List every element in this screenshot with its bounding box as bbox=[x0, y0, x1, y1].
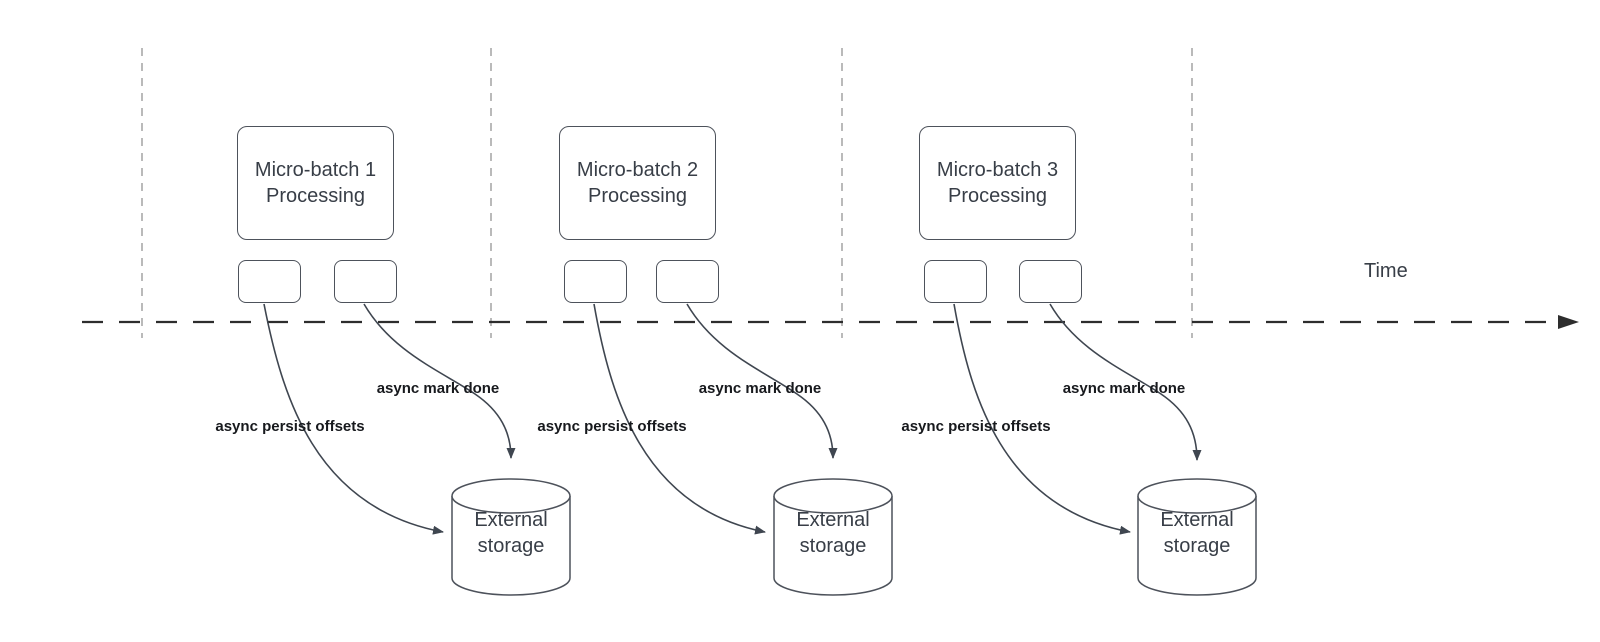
processing-box-title-line1: Micro-batch 3 bbox=[936, 159, 1059, 181]
persist-offsets-box-2 bbox=[564, 260, 627, 303]
mark-done-arrow-2 bbox=[686, 303, 838, 459]
external-storage-label-3: External storage bbox=[1160, 509, 1234, 557]
processing-box-title-line2: Processing bbox=[948, 185, 1047, 207]
mark-done-box-3 bbox=[1019, 260, 1082, 303]
persist-offsets-label-2: async persist offsets bbox=[537, 418, 687, 435]
mark-done-box-1 bbox=[334, 260, 397, 303]
persist-offsets-box-3 bbox=[924, 260, 987, 303]
external-storage-cylinder-1 bbox=[451, 478, 571, 596]
time-axis-arrowhead-icon bbox=[1558, 315, 1579, 329]
processing-box-title-line2: Processing bbox=[266, 185, 365, 207]
processing-box-title-line1: Micro-batch 2 bbox=[576, 159, 699, 181]
processing-box-1: Micro-batch 1 Processing bbox=[237, 126, 394, 240]
processing-box-title-line2: Processing bbox=[588, 185, 687, 207]
persist-offsets-arrow-3 bbox=[953, 303, 1131, 535]
mark-done-box-2 bbox=[656, 260, 719, 303]
persist-offsets-arrow-1 bbox=[263, 303, 444, 535]
persist-offsets-arrow-2 bbox=[593, 303, 766, 535]
processing-box-3: Micro-batch 3 Processing bbox=[919, 126, 1076, 240]
mark-done-label-2: async mark done bbox=[698, 380, 822, 397]
time-axis-label: Time bbox=[1364, 260, 1408, 282]
persist-offsets-box-1 bbox=[238, 260, 301, 303]
mark-done-label-1: async mark done bbox=[376, 380, 500, 397]
mark-done-label-3: async mark done bbox=[1062, 380, 1186, 397]
mark-done-arrow-3 bbox=[1049, 303, 1202, 461]
processing-box-title-line1: Micro-batch 1 bbox=[254, 159, 377, 181]
external-storage-cylinder-3 bbox=[1137, 478, 1257, 596]
external-storage-label-2: External storage bbox=[796, 509, 870, 557]
persist-offsets-label-1: async persist offsets bbox=[215, 418, 365, 435]
persist-offsets-label-3: async persist offsets bbox=[901, 418, 1051, 435]
mark-done-arrow-1 bbox=[363, 303, 516, 459]
external-storage-label-1: External storage bbox=[474, 509, 548, 557]
external-storage-cylinder-2 bbox=[773, 478, 893, 596]
processing-box-2: Micro-batch 2 Processing bbox=[559, 126, 716, 240]
